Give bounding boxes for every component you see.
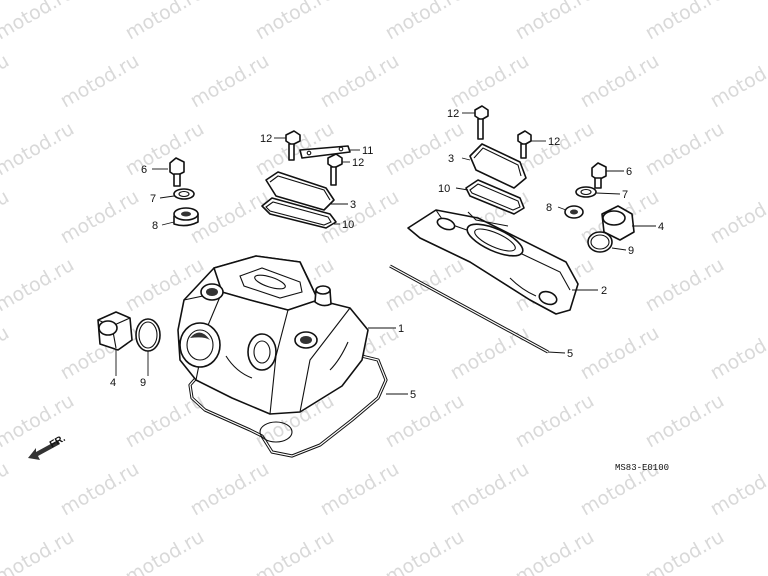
watermark-text: motod.ru — [382, 390, 468, 453]
callout-c2: 2 — [601, 285, 607, 297]
front-label: FR. — [48, 433, 68, 451]
callout-c7a: 7 — [150, 193, 156, 205]
breather-cover-rear — [465, 105, 532, 215]
front-arrow-icon — [28, 440, 60, 460]
callout-c10a: 10 — [342, 219, 354, 231]
plug-and-oring-front — [97, 311, 161, 352]
watermark-text: motod.ru — [707, 50, 768, 113]
watermark-text: motod.ru — [57, 186, 143, 249]
watermark-text: motod.ru — [317, 50, 403, 113]
watermark-text: motod.ru — [707, 322, 768, 385]
watermark-text: motod.ru — [252, 0, 338, 44]
callout-c6a: 6 — [141, 164, 147, 176]
breather-cover-front — [261, 130, 351, 229]
callout-c5b: 5 — [410, 389, 416, 401]
watermark-text: motod.ru — [512, 390, 598, 453]
watermark-text: motod.ru — [317, 458, 403, 521]
callout-c4a: 4 — [658, 221, 664, 233]
callout-c3b: 3 — [448, 153, 454, 165]
watermark-text: motod.ru — [447, 50, 533, 113]
watermark-text: motod.ru — [0, 526, 78, 576]
watermark-text: motod.ru — [122, 118, 208, 181]
callout-c12c: 12 — [548, 136, 560, 148]
bolt-washer-grommet-front — [169, 157, 199, 227]
watermark-text: motod.ru — [642, 118, 728, 181]
callout-c8b: 8 — [546, 202, 552, 214]
watermark-text: motod.ru — [447, 322, 533, 385]
cylinder-head-cover-rear — [407, 209, 579, 315]
watermark-text: motod.ru — [382, 526, 468, 576]
watermark-text: motod.ru — [0, 0, 78, 44]
watermark-text: motod.ru — [187, 50, 273, 113]
watermark-text: motod.ru — [447, 458, 533, 521]
watermark-text: motod.ru — [57, 458, 143, 521]
callout-c12d: 12 — [352, 157, 364, 169]
callout-c1: 1 — [398, 323, 404, 335]
callout-c5a: 5 — [567, 348, 573, 360]
watermark-text: motod.ru — [57, 50, 143, 113]
bolt-plug-oring-rear — [564, 162, 635, 253]
head-cover-gasket-rear — [389, 264, 549, 354]
callout-c11: 11 — [362, 145, 373, 157]
callout-c8a: 8 — [152, 220, 158, 232]
callout-c4b: 4 — [110, 377, 116, 389]
watermark-text: motod.ru — [187, 186, 273, 249]
watermark-text: motod.ru — [0, 254, 78, 317]
callout-c9a: 9 — [140, 377, 146, 389]
watermark-text: motod.ru — [512, 526, 598, 576]
callout-c12a: 12 — [260, 133, 272, 145]
cylinder-head-cover-front — [177, 255, 388, 458]
watermark-text: motod.ru — [382, 0, 468, 44]
watermark-text: motod.ru — [577, 50, 663, 113]
watermark-text: motod.ru — [122, 0, 208, 44]
callout-c3a: 3 — [350, 199, 356, 211]
watermark-text: motod.ru — [0, 186, 13, 249]
callout-c12b: 12 — [447, 108, 459, 120]
watermark-text: motod.ru — [707, 458, 768, 521]
watermark-text: motod.ru — [122, 526, 208, 576]
watermark-text: motod.ru — [252, 526, 338, 576]
callout-c7b: 7 — [622, 189, 628, 201]
watermark-text: motod.ru — [577, 322, 663, 385]
watermark-text: motod.ru — [0, 458, 13, 521]
watermark-text: motod.ru — [642, 254, 728, 317]
callout-c10b: 10 — [438, 183, 450, 195]
watermark-text: motod.ru — [642, 526, 728, 576]
watermark-text: motod.ru — [707, 186, 768, 249]
diagram-code: MS83-E0100 — [615, 463, 669, 473]
front-direction-indicator: FR. — [28, 433, 68, 460]
watermark-text: motod.ru — [0, 118, 78, 181]
callout-c9b: 9 — [628, 245, 634, 257]
watermark-text: motod.ru — [642, 390, 728, 453]
watermark-text: motod.ru — [187, 458, 273, 521]
watermark-text: motod.ru — [0, 322, 13, 385]
callout-c6b: 6 — [626, 166, 632, 178]
watermark-text: motod.ru — [0, 50, 13, 113]
watermark-text: motod.ru — [512, 0, 598, 44]
watermark-text: motod.ru — [382, 118, 468, 181]
leader-lines — [115, 112, 656, 395]
watermark-text: motod.ru — [642, 0, 728, 44]
